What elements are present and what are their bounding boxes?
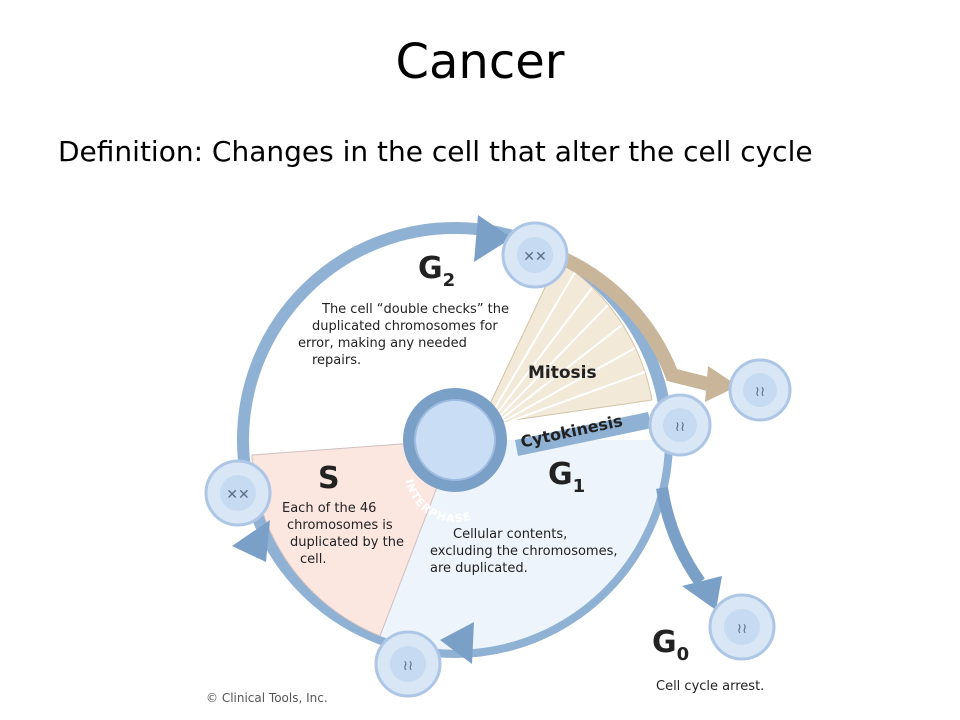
g0-arrowhead <box>682 576 722 610</box>
cell-s: ✕✕ <box>204 459 272 527</box>
g0-caption: Cell cycle arrest. <box>656 679 764 694</box>
center-cell <box>414 399 496 481</box>
cell-g0: ≀≀ <box>708 593 776 661</box>
mitosis-arrowhead <box>705 366 738 402</box>
g1-letter: G1 <box>548 457 585 497</box>
slide-definition: Definition: Changes in the cell that alt… <box>58 135 813 168</box>
g2-description: The cell “double checks” the duplicated … <box>298 302 513 368</box>
cell-cytokinesis: ≀≀ <box>648 393 712 457</box>
slide-title: Cancer <box>395 34 565 90</box>
cytokinesis-band <box>515 412 652 456</box>
chromosome-icon: ✕✕ <box>226 486 249 502</box>
g2-letter: G2 <box>418 251 455 291</box>
cell-mitosis-exit: ≀≀ <box>728 358 792 422</box>
chromosome-icon: ≀≀ <box>675 418 686 434</box>
g0-exit-arrow <box>656 487 705 586</box>
arrow-to-g2-cell <box>474 215 512 262</box>
arrow-to-s-cell <box>232 520 270 562</box>
chromosome-icon: ≀≀ <box>755 383 766 399</box>
copyright-notice: © Clinical Tools, Inc. <box>206 691 328 705</box>
chromosome-icon: ✕✕ <box>523 248 546 264</box>
s-description: Each of the 46 chromosomes is duplicated… <box>282 501 408 567</box>
g1-region <box>380 440 665 650</box>
mitosis-label: Mitosis <box>528 363 597 383</box>
cell-bottom: ≀≀ <box>374 630 442 698</box>
g1-description: Cellular contents, excluding the chromos… <box>430 527 622 576</box>
chromosome-icon: ≀≀ <box>737 620 748 636</box>
s-letter: S <box>318 461 340 496</box>
chromosome-icon: ≀≀ <box>403 657 414 673</box>
g0-letter: G0 <box>652 625 689 665</box>
mitosis-stripes <box>487 271 646 423</box>
cell-g2: ✕✕ <box>501 221 569 289</box>
arrow-to-bottom-cell <box>440 622 474 664</box>
mitosis-arrow <box>559 251 714 392</box>
